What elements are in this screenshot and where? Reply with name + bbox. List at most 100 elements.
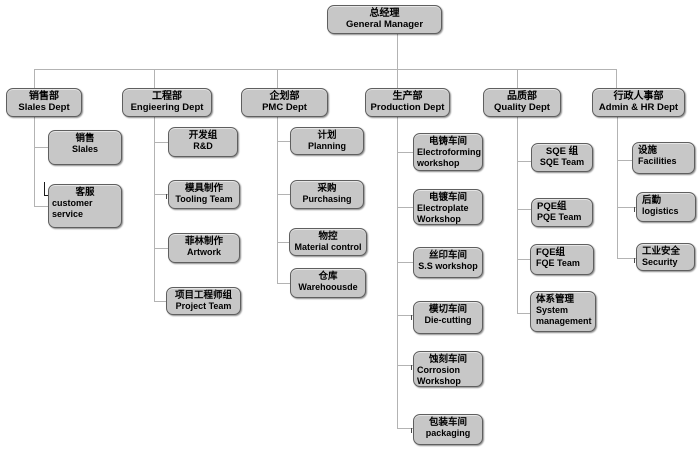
- node-label-en: Purchasing: [302, 194, 352, 204]
- node-label-en: logistics: [642, 206, 679, 216]
- node-corrosion-workshop: 蚀刻车间 Corrosion Workshop: [413, 351, 483, 387]
- connector-branch: [154, 142, 168, 143]
- node-fqe-team: FQE组 FQE Team: [530, 244, 594, 275]
- connector-branch: [154, 301, 166, 302]
- node-label-zh: PQE组: [537, 201, 567, 212]
- node-general-manager: 总经理 General Manager: [327, 5, 442, 34]
- node-label-en: Quality Dept: [494, 102, 550, 113]
- node-logistics: 后勤 logistics: [636, 192, 696, 222]
- connector-branch: [34, 206, 48, 207]
- stray-elbow-line: [44, 195, 50, 196]
- node-ss-workshop: 丝印车间 S.S workshop: [413, 247, 483, 278]
- node-tooling-team: 模具制作 Tooling Team: [168, 180, 240, 209]
- node-label-zh: 客服: [75, 187, 95, 198]
- connector-branch: [517, 161, 531, 162]
- node-label-en: R&D: [193, 141, 213, 151]
- stray-elbow-line: [44, 182, 45, 196]
- node-warehouse: 仓库 Warehoousde: [290, 268, 366, 298]
- node-label-zh: 电镀车间: [428, 192, 467, 203]
- connector-tick: [411, 428, 412, 433]
- node-label-en: Engieering Dept: [130, 102, 204, 113]
- node-label-en: Material control: [294, 242, 362, 252]
- node-label-zh: 销售部: [29, 91, 59, 102]
- node-electroplate-workshop: 电镀车间 Electroplate Workshop: [413, 189, 483, 225]
- node-pmc-dept: 企划部 PMC Dept: [241, 88, 328, 117]
- connector-trunk-engineering: [154, 117, 155, 302]
- connector-branch: [617, 160, 632, 161]
- node-label-en: PMC Dept: [262, 102, 307, 113]
- node-label-en: System management: [536, 305, 592, 326]
- node-die-cutting-workshop: 模切车间 Die-cutting: [413, 301, 483, 334]
- node-label-en: Tooling Team: [175, 194, 233, 204]
- connector-branch: [617, 258, 636, 259]
- node-label-zh: 模切车间: [428, 304, 467, 315]
- connector-tick: [634, 258, 635, 263]
- connector-branch: [517, 259, 530, 260]
- connector-branch: [34, 147, 48, 148]
- node-label-zh: 体系管理: [536, 294, 575, 305]
- node-label-zh: 品质部: [507, 91, 537, 102]
- node-label-en: Die-cutting: [424, 315, 472, 325]
- node-label-zh: 采购: [317, 183, 337, 194]
- connector-drop-admin: [616, 69, 617, 88]
- node-sales-team: 销售 Slales: [48, 130, 122, 165]
- connector-branch: [277, 283, 290, 284]
- connector-branch: [517, 313, 530, 314]
- connector-branch: [397, 428, 413, 429]
- node-label-zh: 后勤: [642, 195, 662, 206]
- connector-main-horizontal: [34, 69, 617, 70]
- node-label-zh: 企划部: [269, 91, 300, 102]
- node-pqe-team: PQE组 PQE Team: [531, 198, 593, 227]
- node-label-en: Electroplate Workshop: [417, 203, 469, 224]
- node-label-en: Artwork: [186, 247, 221, 257]
- node-admin-hr-dept: 行政人事部 Admin & HR Dept: [592, 88, 685, 117]
- node-label-en: Production Dept: [370, 102, 445, 113]
- connector-branch: [517, 209, 531, 210]
- node-label-en: Admin & HR Dept: [598, 102, 679, 113]
- node-label-en: customer service: [52, 198, 93, 219]
- node-rnd: 开发组 R&D: [168, 127, 238, 157]
- node-label-zh: 电铸车间: [428, 136, 467, 147]
- node-sales-dept: 销售部 Slales Dept: [6, 88, 82, 117]
- node-planning: 计划 Planning: [290, 127, 364, 155]
- node-label-zh: 设施: [638, 145, 658, 156]
- node-label-zh: 工业安全: [642, 246, 681, 257]
- connector-trunk-admin: [617, 117, 618, 259]
- node-label-en: Electroforming workshop: [417, 147, 482, 168]
- connector-tick: [411, 315, 412, 320]
- connector-branch: [154, 194, 168, 195]
- node-label-en: Project Team: [175, 301, 232, 311]
- node-engineering-dept: 工程部 Engieering Dept: [122, 88, 212, 117]
- connector-tick: [166, 194, 167, 199]
- node-label-en: Planning: [308, 141, 346, 151]
- node-label-en: Corrosion Workshop: [417, 365, 461, 386]
- node-label-en: Facilities: [638, 156, 677, 166]
- connector-drop-production: [397, 69, 398, 88]
- connector-drop-sales: [34, 69, 35, 88]
- node-label-zh: 包装车间: [428, 417, 467, 428]
- node-customer-service: 客服 customer service: [48, 184, 122, 228]
- node-label-zh: 开发组: [188, 130, 218, 141]
- connector-branch: [277, 194, 290, 195]
- connector-trunk-sales: [34, 117, 35, 207]
- connector-tick: [411, 365, 412, 370]
- node-sqe-team: SQE 组 SQE Team: [531, 143, 593, 172]
- connector-trunk-pmc: [277, 117, 278, 284]
- connector-branch: [397, 152, 413, 153]
- node-material-control: 物控 Material control: [289, 228, 367, 256]
- node-label-zh: 模具制作: [184, 183, 223, 194]
- node-label-zh: 项目工程师组: [174, 290, 232, 301]
- node-label-en: S.S workshop: [418, 261, 478, 271]
- node-label-en: Warehoousde: [298, 282, 358, 292]
- node-label-zh: 蚀刻车间: [428, 354, 467, 365]
- node-label-en: packaging: [425, 428, 471, 438]
- node-label-zh: 丝印车间: [428, 250, 467, 261]
- connector-tick: [634, 207, 635, 212]
- node-quality-dept: 品质部 Quality Dept: [483, 88, 561, 117]
- node-label-en: FQE Team: [536, 258, 580, 268]
- connector-trunk-production: [397, 117, 398, 429]
- node-label-zh: 生产部: [392, 91, 423, 102]
- node-label-zh: FQE组: [536, 247, 566, 258]
- connector-trunk-quality: [517, 117, 518, 314]
